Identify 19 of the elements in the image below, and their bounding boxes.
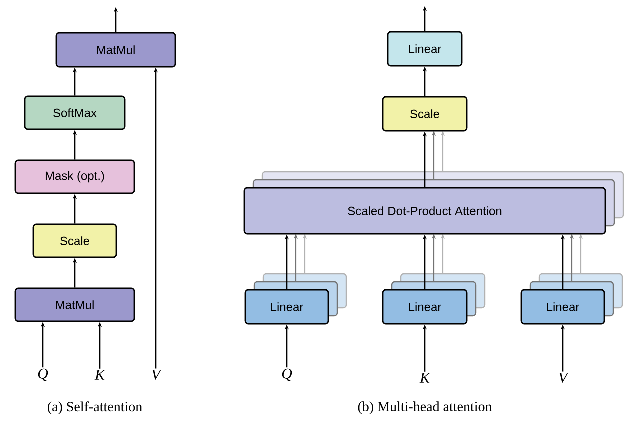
layer-box: MatMul — [56, 32, 176, 68]
caption: (b) Multi-head attention — [358, 402, 492, 414]
input-symbol: K — [420, 373, 431, 383]
input-symbol: V — [559, 372, 570, 384]
layer-box: Linear — [520, 289, 606, 325]
layer-box: Scaled Dot-Product Attention — [244, 187, 606, 235]
layer-box: Mask (opt.) — [14, 160, 136, 194]
input-symbol: Q — [282, 368, 292, 382]
input-symbol: Q — [38, 368, 48, 382]
input-symbol: V — [152, 370, 162, 380]
input-symbol: K — [94, 370, 106, 380]
layer-box: SoftMax — [24, 96, 126, 130]
layer-box: Linear — [387, 31, 463, 67]
caption: (a) Self-attention — [48, 402, 142, 414]
layer-box: MatMul — [14, 288, 136, 322]
layer-box: Linear — [244, 289, 330, 325]
layer-box: Linear — [382, 289, 468, 325]
layer-box: Scale — [382, 96, 468, 132]
layer-box: Scale — [32, 224, 118, 258]
